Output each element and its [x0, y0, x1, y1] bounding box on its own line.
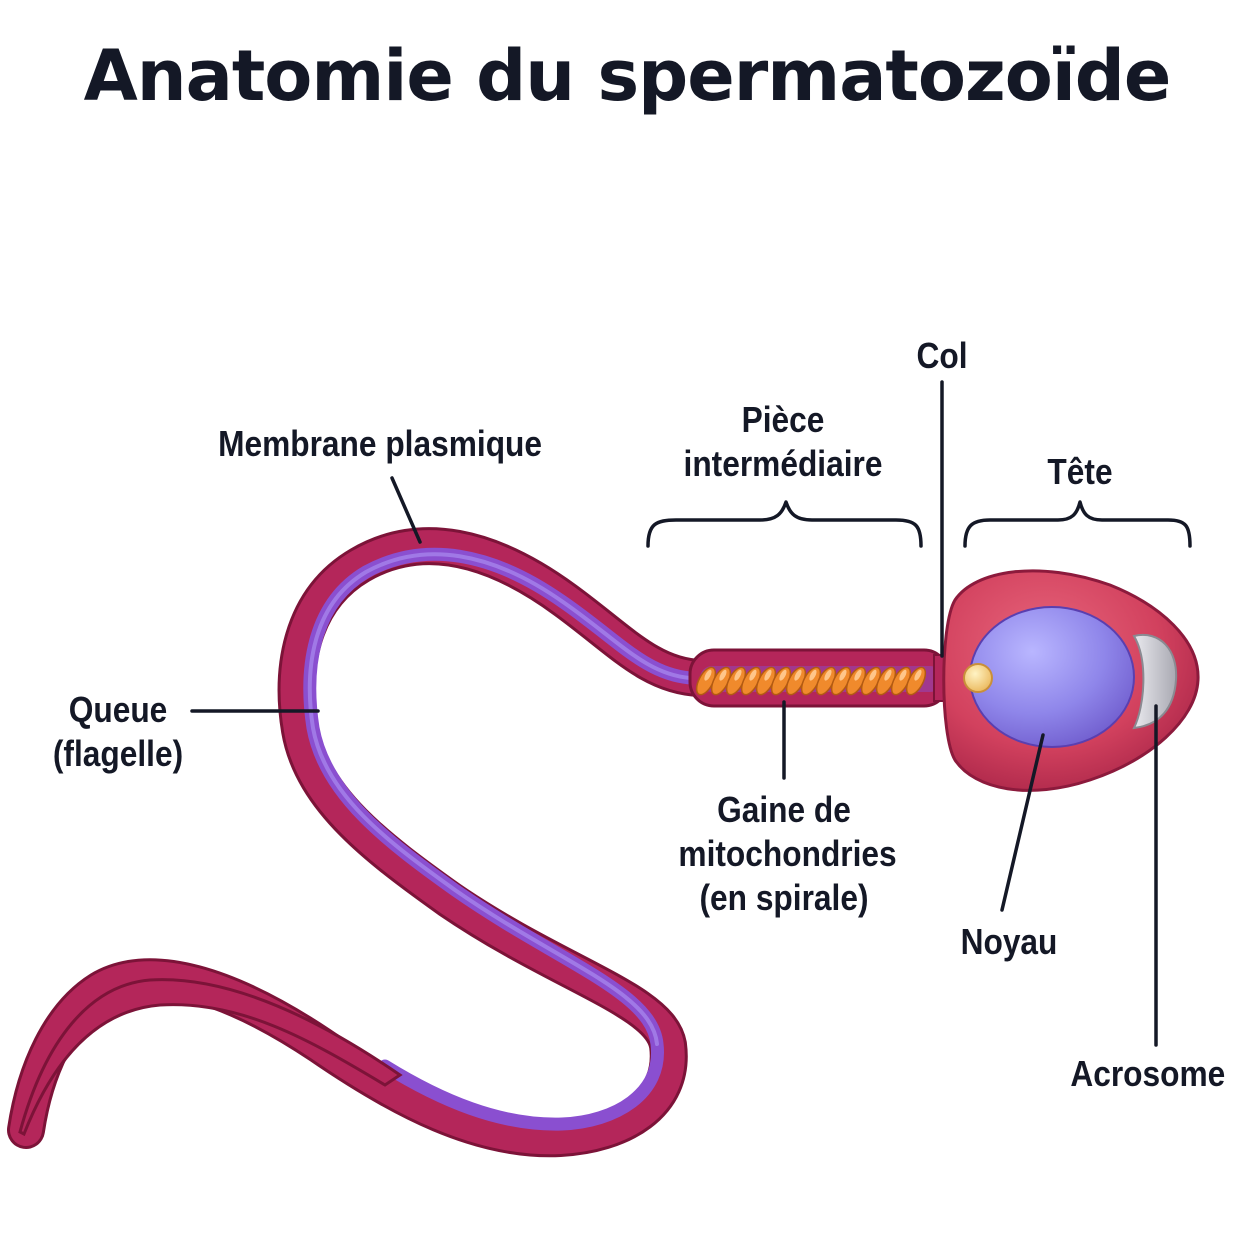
flagellum	[7, 527, 719, 1158]
label-gaine-line1: Gaine de	[717, 789, 851, 830]
mitochondrion-highlight	[734, 669, 742, 681]
mitochondrion-highlight	[764, 669, 772, 681]
centriole	[963, 663, 993, 693]
label-queue-line1: Queue	[68, 689, 168, 730]
label-col: Col	[910, 334, 973, 378]
mitochondrion-highlight	[884, 669, 892, 681]
label-gaine-line2: mitochondries	[678, 833, 897, 874]
leader-lines	[190, 380, 1158, 1047]
braces	[646, 500, 1192, 548]
mitochondrion-highlight	[869, 669, 877, 681]
leader-membrane	[390, 476, 422, 544]
label-col-text: Col	[916, 335, 968, 376]
label-gaine-line3: (en spirale)	[699, 877, 869, 918]
mitochondrion-highlight	[719, 669, 727, 681]
label-tete: Tête	[1036, 450, 1124, 494]
mitochondrial-sheath	[695, 666, 927, 696]
label-gaine-mitochondries: Gaine de mitochondries (en spirale)	[678, 788, 897, 920]
nucleus	[969, 606, 1135, 748]
brace-piece-intermediaire	[646, 500, 923, 548]
mitochondrion-highlight	[854, 669, 862, 681]
label-tete-text: Tête	[1047, 451, 1113, 492]
mitochondrion-highlight	[749, 669, 757, 681]
label-piece-line1: Pièce	[741, 399, 825, 440]
label-acrosome-text: Acrosome	[1070, 1053, 1226, 1094]
acrosome	[1132, 633, 1178, 730]
label-piece-line2: intermédiaire	[683, 443, 883, 484]
mitochondrion-highlight	[899, 669, 907, 681]
mitochondrion-highlight	[839, 669, 847, 681]
head	[942, 569, 1200, 792]
label-noyau-text: Noyau	[960, 921, 1058, 962]
label-queue: Queue (flagelle)	[41, 688, 196, 776]
label-piece-intermediaire: Pièce intermédiaire	[675, 398, 891, 486]
page-title: Anatomie du spermatozoïde	[83, 35, 1172, 117]
leader-noyau	[1000, 733, 1045, 912]
label-acrosome: Acrosome	[1070, 1052, 1226, 1096]
mitochondrion-highlight	[809, 669, 817, 681]
label-membrane-plasmique: Membrane plasmique	[218, 422, 542, 466]
label-membrane-text: Membrane plasmique	[218, 423, 543, 464]
mitochondrion-highlight	[779, 669, 787, 681]
mitochondrion-highlight	[824, 669, 832, 681]
brace-tete	[963, 500, 1192, 548]
mitochondrion-highlight	[794, 669, 802, 681]
mitochondrion-highlight	[914, 669, 922, 681]
mitochondrion-highlight	[704, 669, 712, 681]
label-noyau: Noyau	[952, 920, 1066, 964]
label-queue-line2: (flagelle)	[52, 733, 184, 774]
